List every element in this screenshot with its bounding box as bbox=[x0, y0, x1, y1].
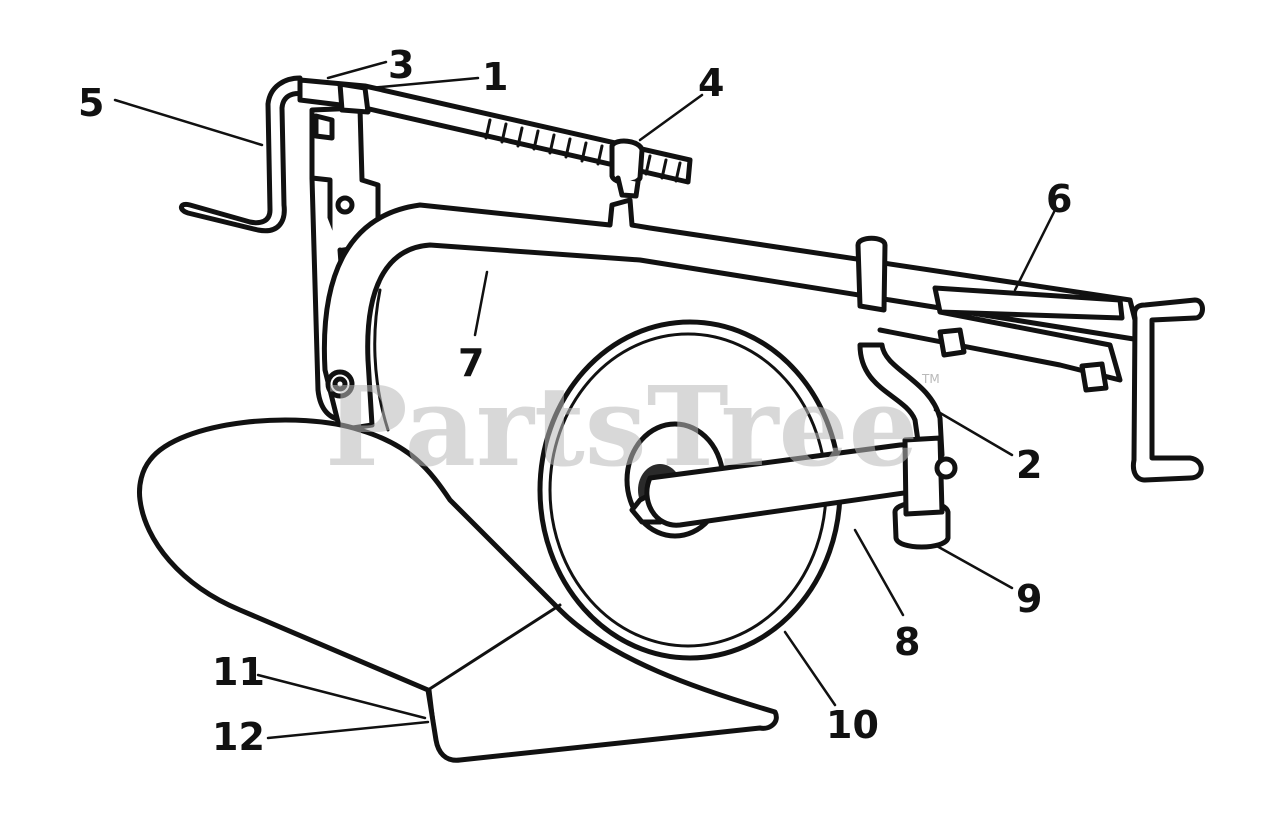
leader-9 bbox=[933, 543, 1014, 590]
callout-11: 11 bbox=[212, 650, 265, 694]
leader-5 bbox=[113, 98, 264, 147]
crank-handle bbox=[179, 75, 307, 234]
leader-6 bbox=[1013, 208, 1057, 292]
callout-8: 8 bbox=[894, 620, 920, 664]
leader-4 bbox=[638, 93, 704, 142]
leader-7 bbox=[473, 270, 489, 337]
callout-6: 6 bbox=[1046, 177, 1072, 221]
leader-10 bbox=[783, 630, 837, 707]
rod-threads bbox=[484, 118, 682, 183]
adjusting-rod bbox=[297, 77, 693, 199]
curved-beam bbox=[321, 197, 1143, 433]
callout-12: 12 bbox=[212, 715, 265, 759]
leader-12 bbox=[266, 720, 430, 740]
leader-2 bbox=[933, 408, 1014, 457]
watermark: PartsTree TM bbox=[325, 362, 940, 491]
callout-3: 3 bbox=[388, 43, 414, 87]
watermark-text: PartsTree bbox=[325, 362, 919, 491]
callout-2: 2 bbox=[1016, 443, 1042, 487]
watermark-trademark: TM bbox=[921, 372, 940, 386]
callout-7: 7 bbox=[458, 341, 484, 385]
rear-bracket bbox=[877, 285, 1205, 483]
leader-11 bbox=[256, 673, 427, 720]
leader-1 bbox=[368, 76, 480, 90]
callout-9: 9 bbox=[1016, 577, 1042, 621]
callout-5: 5 bbox=[78, 81, 104, 125]
callout-10: 10 bbox=[826, 703, 879, 747]
callout-1: 1 bbox=[482, 55, 508, 99]
callout-labels: 1 2 3 4 5 6 7 8 9 10 11 12 bbox=[78, 43, 1072, 759]
disc-arm bbox=[644, 342, 958, 550]
callout-4: 4 bbox=[698, 61, 724, 105]
vertical-post bbox=[855, 235, 888, 313]
leader-lines bbox=[113, 60, 1057, 740]
leader-3 bbox=[326, 60, 388, 80]
moldboard-plow bbox=[137, 417, 779, 763]
leader-8 bbox=[853, 528, 905, 617]
